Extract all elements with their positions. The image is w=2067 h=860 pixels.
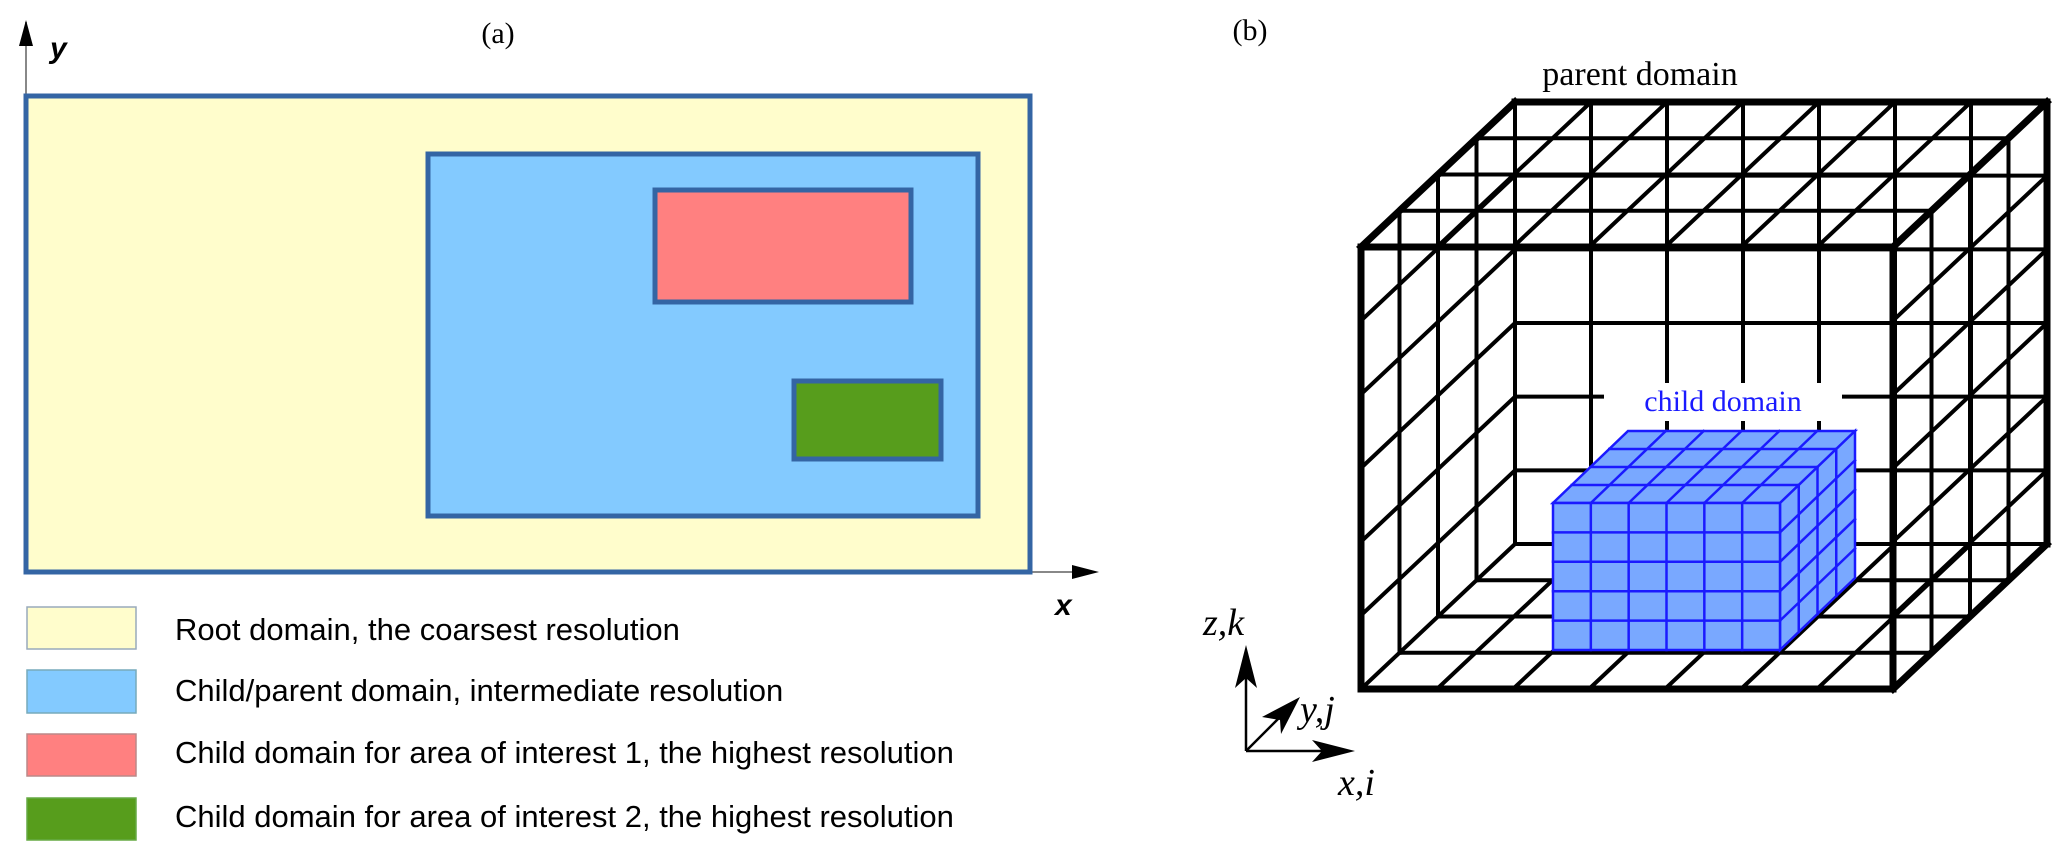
panel-b: (b) parent domain child domain z,k y,j x… <box>1202 14 2052 804</box>
child-aoi-2-rect <box>791 378 944 462</box>
legend-swatch <box>26 797 137 841</box>
child-aoi-1-rect <box>652 187 914 305</box>
y-axis-arrow-icon <box>19 20 33 46</box>
parent-domain-front-frame <box>1357 243 1897 693</box>
z-axis-arrow-icon <box>1235 645 1257 688</box>
panel-a-label: (a) <box>481 17 514 50</box>
y-axis-label: y,j <box>1296 689 1335 731</box>
legend-swatch <box>26 606 137 650</box>
y-axis-arrow-icon <box>1262 697 1300 734</box>
legend: Root domain, the coarsest resolution Chi… <box>26 606 954 841</box>
legend-label: Child domain for area of interest 2, the… <box>175 799 954 834</box>
edge-line <box>1356 97 1520 252</box>
x-axis-arrow-icon <box>1072 565 1099 579</box>
legend-label: Child domain for area of interest 1, the… <box>175 735 954 770</box>
legend-item-aoi-1: Child domain for area of interest 1, the… <box>26 733 954 777</box>
z-axis-label: z,k <box>1202 602 1245 644</box>
child-domain-grid <box>1549 428 1859 653</box>
legend-swatch <box>26 733 137 777</box>
x-axis-label: x <box>1053 589 1073 622</box>
x-axis-arrow-icon <box>1312 740 1355 762</box>
legend-swatch <box>26 669 137 714</box>
legend-label: Child/parent domain, intermediate resolu… <box>175 673 783 708</box>
panel-a-axes: y x <box>19 20 1099 622</box>
panel-b-axes: z,k y,j x,i <box>1202 602 1375 804</box>
legend-item-root: Root domain, the coarsest resolution <box>26 606 680 650</box>
child-domain-label: child domain <box>1644 385 1801 418</box>
panel-b-label: (b) <box>1233 14 1268 47</box>
x-axis-label: x,i <box>1337 762 1375 804</box>
edge-line <box>1888 539 2052 694</box>
edge-line <box>1888 97 2052 252</box>
legend-item-child-parent: Child/parent domain, intermediate resolu… <box>26 669 783 714</box>
legend-item-aoi-2: Child domain for area of interest 2, the… <box>26 797 954 841</box>
panel-a: (a) y x Root domain, the coarsest resolu… <box>19 17 1099 841</box>
y-axis-label: y <box>48 32 68 65</box>
parent-domain-label: parent domain <box>1542 56 1737 93</box>
child-label-backdrop <box>1604 383 1842 421</box>
legend-label: Root domain, the coarsest resolution <box>175 612 680 647</box>
